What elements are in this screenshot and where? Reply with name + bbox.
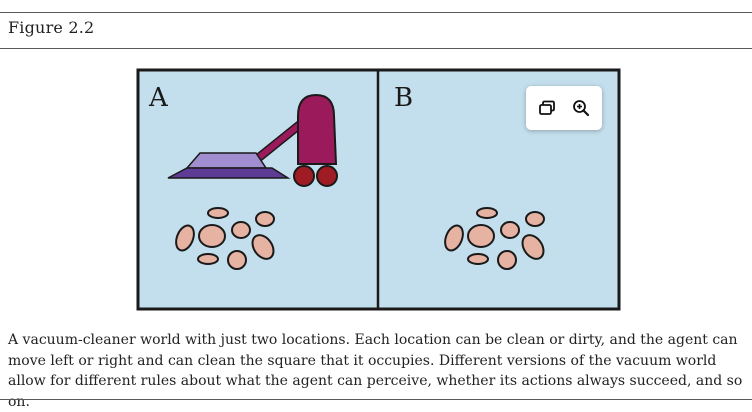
- panel-label-a: A: [148, 83, 169, 113]
- vacuum-cleaner-agent: [167, 93, 338, 187]
- header-rule: [0, 48, 752, 49]
- figure-caption: A vacuum-cleaner world with just two loc…: [8, 332, 743, 410]
- dirt-particle: [251, 234, 275, 260]
- top-rule: [0, 12, 752, 13]
- panel-label-b: B: [394, 83, 413, 113]
- dirt-particle: [444, 224, 464, 252]
- zoom-in-icon: [573, 100, 590, 117]
- open-in-window-icon: [539, 100, 555, 115]
- dirt-pile-a: [175, 207, 275, 270]
- zoom-in-button[interactable]: [571, 98, 591, 118]
- dirt-particle: [467, 224, 495, 248]
- dirt-particle: [497, 250, 517, 270]
- vacuum-head: [185, 152, 268, 169]
- dirt-particle: [197, 253, 219, 265]
- dirt-pile-b: [444, 207, 545, 270]
- open-in-window-button[interactable]: [537, 98, 557, 118]
- image-toolbar: [526, 86, 602, 130]
- vacuum-world-diagram: A B: [136, 68, 621, 311]
- figure-label: Figure 2.2: [8, 18, 95, 37]
- dirt-particle: [175, 224, 195, 252]
- vacuum-base: [167, 167, 291, 179]
- dirt-particle: [476, 207, 498, 219]
- room-a: [138, 70, 378, 309]
- vacuum-wheel-left: [293, 165, 315, 187]
- dirt-particle: [500, 221, 520, 239]
- vacuum-handle: [254, 119, 306, 162]
- dirt-particle: [227, 250, 247, 270]
- vacuum-body: [297, 93, 338, 165]
- dirt-particle: [231, 221, 251, 239]
- vacuum-wheel-right: [316, 165, 338, 187]
- dirt-particle: [207, 207, 229, 219]
- dirt-particle: [525, 211, 545, 227]
- dirt-particle: [521, 234, 545, 260]
- dirt-particle: [255, 211, 275, 227]
- bottom-rule: [0, 399, 752, 400]
- dirt-particle: [198, 224, 226, 248]
- dirt-particle: [467, 253, 489, 265]
